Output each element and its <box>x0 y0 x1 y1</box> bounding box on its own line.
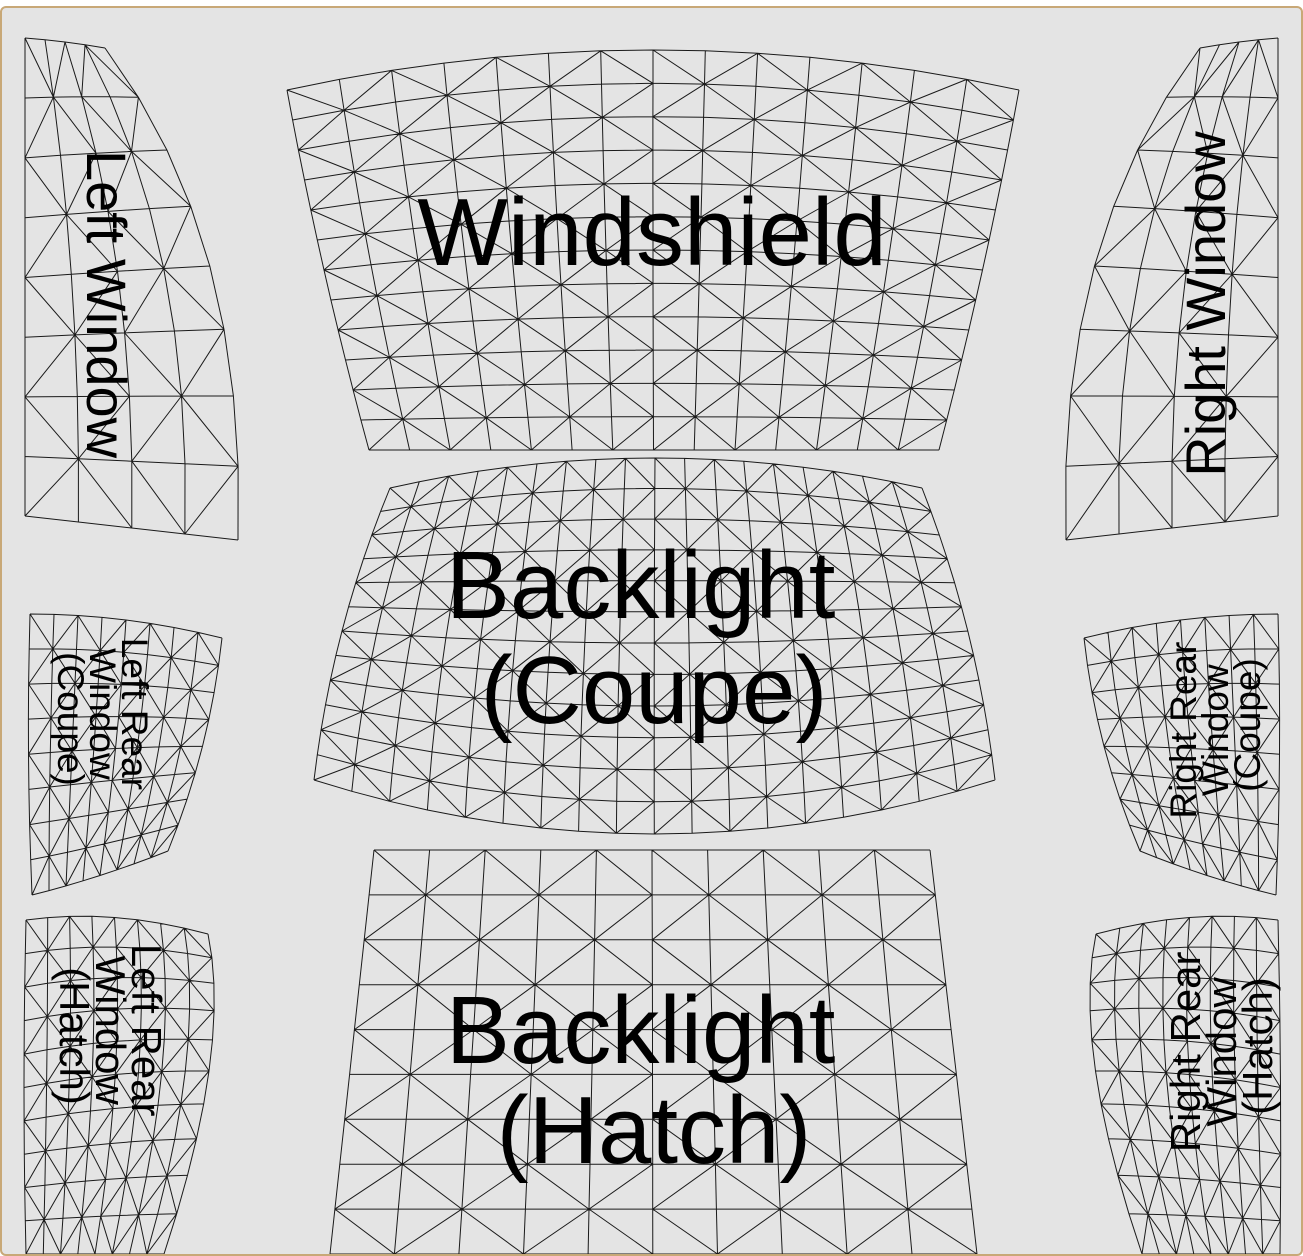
diagram-frame: Windshield Backlight (Coupe) Backlight (… <box>0 6 1303 1256</box>
mesh-left-rear-window-hatch <box>23 915 215 1254</box>
mesh-right-window <box>1065 37 1279 541</box>
mesh-backlight-hatch <box>329 849 978 1254</box>
mesh-left-window <box>24 37 239 541</box>
label-right-window: Right Window <box>1174 131 1237 477</box>
mesh-windshield <box>286 49 1020 451</box>
mesh-left-rear-window-coupe <box>27 613 223 896</box>
mesh-backlight-coupe <box>313 457 996 835</box>
label-backlight-coupe: Backlight (Coupe) <box>446 532 862 744</box>
mesh-layer <box>23 37 1282 1254</box>
label-left-rear-window-hatch: Left Rear Window (Hatch) <box>51 944 170 1128</box>
label-layer: Windshield Backlight (Coupe) Backlight (… <box>50 131 1281 1184</box>
label-right-rear-window-coupe: Right Rear Window (Coupe) <box>1163 631 1268 818</box>
mesh-right-rear-window-hatch <box>1089 915 1282 1254</box>
label-backlight-hatch: Backlight (Hatch) <box>446 977 862 1184</box>
label-right-rear-window-hatch: Right Rear Window (Hatch) <box>1162 940 1281 1152</box>
uv-mesh-diagram: Windshield Backlight (Coupe) Backlight (… <box>23 37 1282 1254</box>
label-left-window: Left Window <box>75 150 138 459</box>
label-windshield: Windshield <box>417 179 887 286</box>
label-left-rear-window-coupe: Left Rear Window (Coupe) <box>50 638 155 800</box>
mesh-right-rear-window-coupe <box>1083 613 1281 896</box>
